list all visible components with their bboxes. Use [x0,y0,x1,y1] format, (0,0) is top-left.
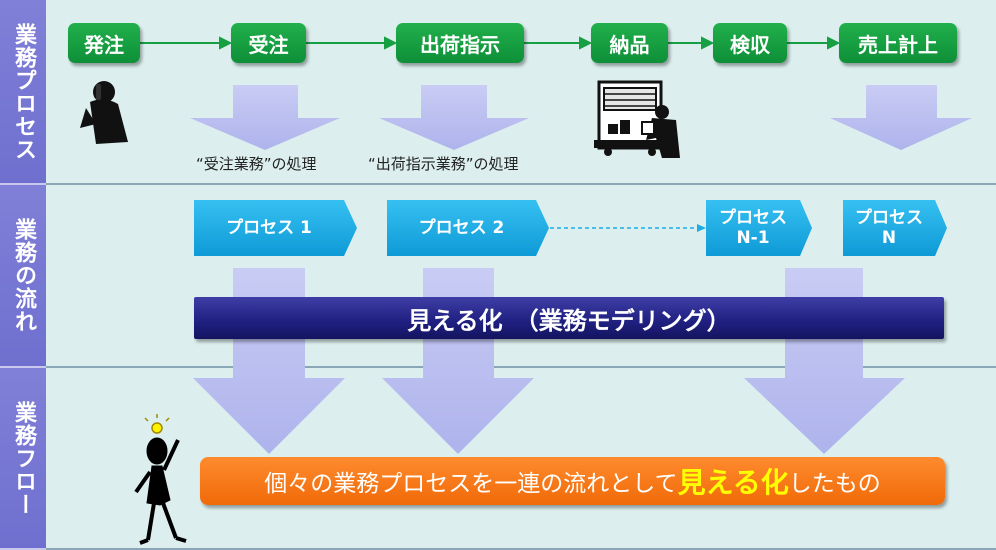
chevron-shape [843,200,947,256]
sidebar-section-flow: 業務の流れ [0,185,46,368]
caption-ship-process: “出荷指示業務”の処理 [368,155,519,173]
chevron-label: プロセス 1 [226,218,312,238]
chevron-label: プロセス 2 [418,218,505,238]
result-box: 個々の業務プロセスを一連の流れとして見える化したもの [200,457,945,505]
down-arrow [190,85,340,150]
chevron-label: プロセス [719,208,787,228]
caption-receive-process: “受注業務”の処理 [196,155,317,173]
result-text-before: 個々の業務プロセスを一連の流れとして [264,471,678,497]
chevron-process-2: プロセス 2 [387,200,536,256]
process-step-receive: 受注 [231,23,306,63]
process-step-label: 納品 [609,32,650,57]
down-arrow [830,85,972,150]
visualization-banner: 見える化 （業務モデリング） [194,297,944,339]
chevron-shape [706,200,812,256]
result-highlight: 見える化 [677,466,789,499]
chevron-label: N-1 [736,228,770,248]
sidebar: 業務プロセス 業務の流れ 業務フロー [0,0,46,550]
phone-person-icon [80,81,128,144]
process-step-inspection: 検収 [713,23,787,63]
chevron-label: プロセス [855,208,923,228]
down-arrow [379,85,529,150]
process-step-label: 売上計上 [858,32,938,57]
banner-label: 見える化 （業務モデリング） [407,306,731,335]
process-down-arrows [190,85,972,150]
down-arrow [193,268,345,454]
flow-down-arrows [193,268,905,454]
process-connectors [140,36,841,50]
process-step-order: 発注 [68,23,140,63]
result-text-after: したもの [788,471,881,497]
process-step-ship-instruction: 出荷指示 [396,23,524,63]
chevron-process-1: プロセス 1 [194,200,344,256]
chevron-label: N [881,228,897,248]
process-step-label: 受注 [248,32,289,57]
flow-chevrons [194,200,947,256]
idea-person-icon [134,414,187,545]
dashed-connector [550,224,706,232]
chevron-shape [194,200,357,256]
process-step-label: 出荷指示 [420,32,500,57]
process-step-label: 発注 [84,32,124,57]
down-arrow [744,268,905,454]
sidebar-section-result: 業務フロー [0,368,46,550]
sidebar-section-process: 業務プロセス [0,0,46,185]
down-arrow [382,268,534,454]
chevron-shape [387,200,549,256]
process-step-delivery: 納品 [591,23,668,63]
process-step-label: 検収 [730,32,770,57]
process-step-sales: 売上計上 [839,23,957,63]
delivery-truck-icon [594,80,680,158]
